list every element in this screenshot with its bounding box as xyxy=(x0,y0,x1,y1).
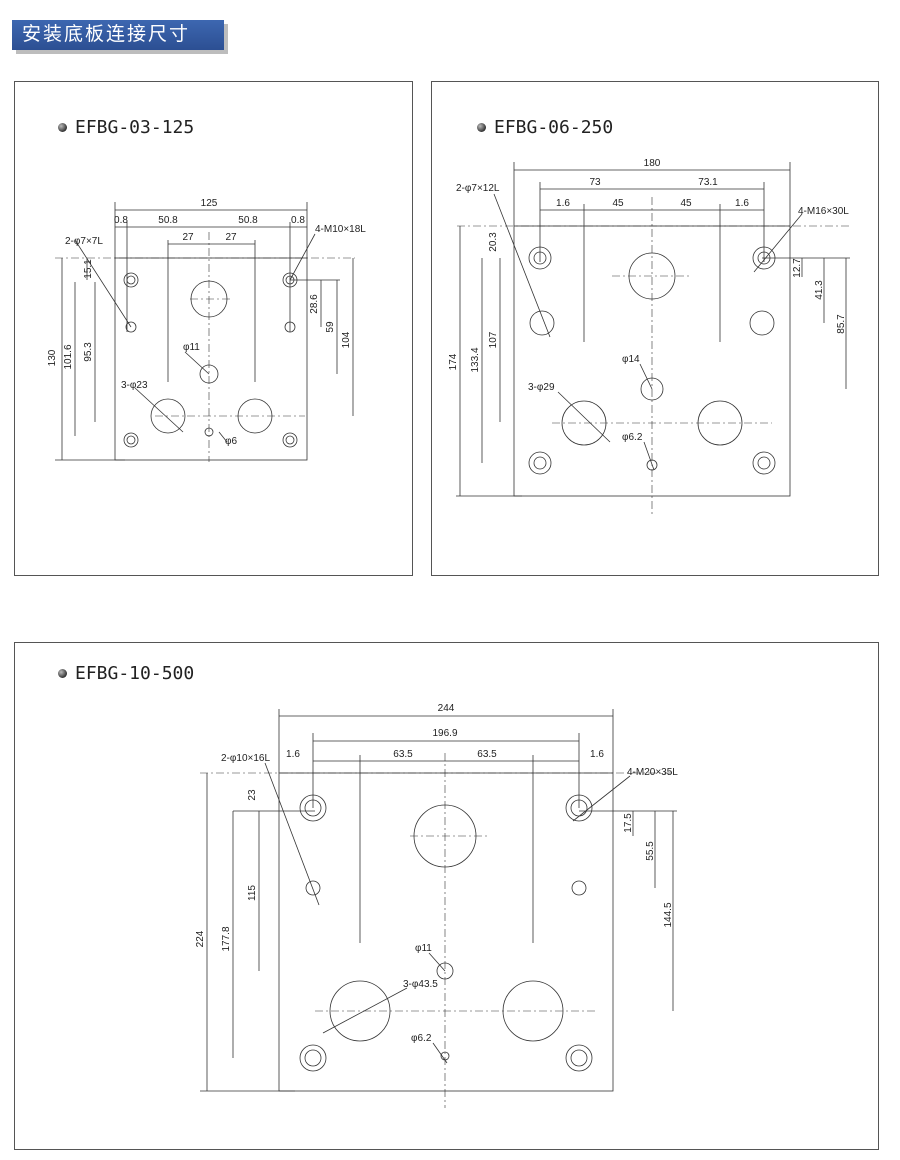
dim-edge-left: 1.6 xyxy=(286,749,300,760)
dim-edge-right: 1.6 xyxy=(590,749,604,760)
sphere-bullet-icon xyxy=(58,123,67,132)
panel-title: EFBG-10-500 xyxy=(58,663,194,684)
model-name: EFBG-10-500 xyxy=(75,663,195,684)
drawing-panel-efbg-03-125: EFBG-03-125 xyxy=(14,81,413,576)
dim-edge-left: 1.6 xyxy=(556,198,570,209)
callout-thread: 4-M20×35L xyxy=(627,767,678,778)
dim-height: 130 xyxy=(47,349,58,366)
dim-height: 224 xyxy=(195,930,206,947)
callout-small-hole: φ6.2 xyxy=(411,1033,432,1044)
callout-ports: 3-φ29 xyxy=(528,382,555,393)
model-name: EFBG-06-250 xyxy=(494,117,614,138)
dim-half-left: 63.5 xyxy=(393,749,413,760)
dim-half-left: 27 xyxy=(182,232,194,243)
callout-center-hole: φ11 xyxy=(183,342,200,353)
panel-title: EFBG-03-125 xyxy=(58,117,194,138)
dim-span-left: 50.8 xyxy=(158,215,178,226)
callout-ports: 3-φ43.5 xyxy=(403,979,438,990)
dim-height: 174 xyxy=(448,353,459,370)
plate-drawing: 125 0.8 50.8 50.8 0.8 27 27 130 101.6 95… xyxy=(47,198,366,462)
callout-pin-holes: 2-φ7×7L xyxy=(65,236,103,247)
plate-drawing: 180 73 73.1 1.6 45 45 1.6 174 133.4 107 … xyxy=(448,158,852,517)
dim-half-right: 45 xyxy=(680,198,692,209)
sphere-bullet-icon xyxy=(477,123,486,132)
model-name: EFBG-03-125 xyxy=(75,117,195,138)
dim-r-59: 59 xyxy=(325,321,336,333)
section-title: 安装底板连接尺寸 xyxy=(22,24,191,45)
dim-span-right: 50.8 xyxy=(238,215,258,226)
dim-span: 196.9 xyxy=(432,728,457,739)
dim-h-177: 177.8 xyxy=(221,926,232,951)
dim-half-right: 27 xyxy=(225,232,237,243)
dim-r-28: 28.6 xyxy=(309,294,320,314)
dim-top-offset: 23 xyxy=(247,789,258,801)
dim-h-101: 101.6 xyxy=(63,344,74,369)
dim-top-offset: 20.3 xyxy=(488,232,499,252)
drawing-panel-efbg-10-500: EFBG-10-500 xyxy=(14,642,879,1150)
dim-r-104: 104 xyxy=(341,331,352,348)
dim-h-95: 95.3 xyxy=(83,342,94,362)
callout-ports: 3-φ23 xyxy=(121,380,148,391)
dim-span-right: 73.1 xyxy=(698,177,718,188)
plate-outline xyxy=(278,772,614,1092)
dim-r-41: 41.3 xyxy=(814,280,825,300)
sphere-bullet-icon xyxy=(58,669,67,678)
callout-thread: 4-M16×30L xyxy=(798,206,849,217)
dim-r-144: 144.5 xyxy=(663,902,674,927)
callout-thread: 4-M10×18L xyxy=(315,224,366,235)
dim-span-left: 73 xyxy=(589,177,601,188)
callout-small-hole: φ6 xyxy=(225,436,237,447)
drawing-panel-efbg-06-250: EFBG-06-250 xyxy=(431,81,879,576)
dim-h-115: 115 xyxy=(247,885,258,901)
dim-edge-left: 0.8 xyxy=(114,215,128,226)
dim-overall-width: 180 xyxy=(644,158,661,169)
dim-r-12: 12.7 xyxy=(792,258,803,278)
dim-overall-width: 125 xyxy=(201,198,218,209)
callout-small-hole: φ6.2 xyxy=(622,432,643,443)
callout-center-hole: φ11 xyxy=(415,943,432,954)
dim-overall-width: 244 xyxy=(438,703,455,714)
dim-half-right: 63.5 xyxy=(477,749,497,760)
dim-half-left: 45 xyxy=(612,198,624,209)
callout-pin-holes: 2-φ10×16L xyxy=(221,753,270,764)
dim-r-85: 85.7 xyxy=(836,314,847,334)
dim-top-offset: 15.1 xyxy=(83,259,94,279)
dim-r-17: 17.5 xyxy=(623,813,634,833)
dim-r-55: 55.5 xyxy=(645,841,656,861)
dim-h-107: 107 xyxy=(488,331,499,348)
panel-title: EFBG-06-250 xyxy=(477,117,613,138)
plate-outline xyxy=(114,257,308,461)
callout-pin-holes: 2-φ7×12L xyxy=(456,183,500,194)
section-header: 安装底板连接尺寸 xyxy=(12,20,224,50)
callout-center-hole: φ14 xyxy=(622,354,640,365)
dim-h-133: 133.4 xyxy=(470,347,481,372)
plate-drawing: 244 196.9 1.6 63.5 63.5 1.6 224 177.8 11… xyxy=(195,703,678,1108)
dim-edge-right: 0.8 xyxy=(291,215,305,226)
dim-edge-right: 1.6 xyxy=(735,198,749,209)
